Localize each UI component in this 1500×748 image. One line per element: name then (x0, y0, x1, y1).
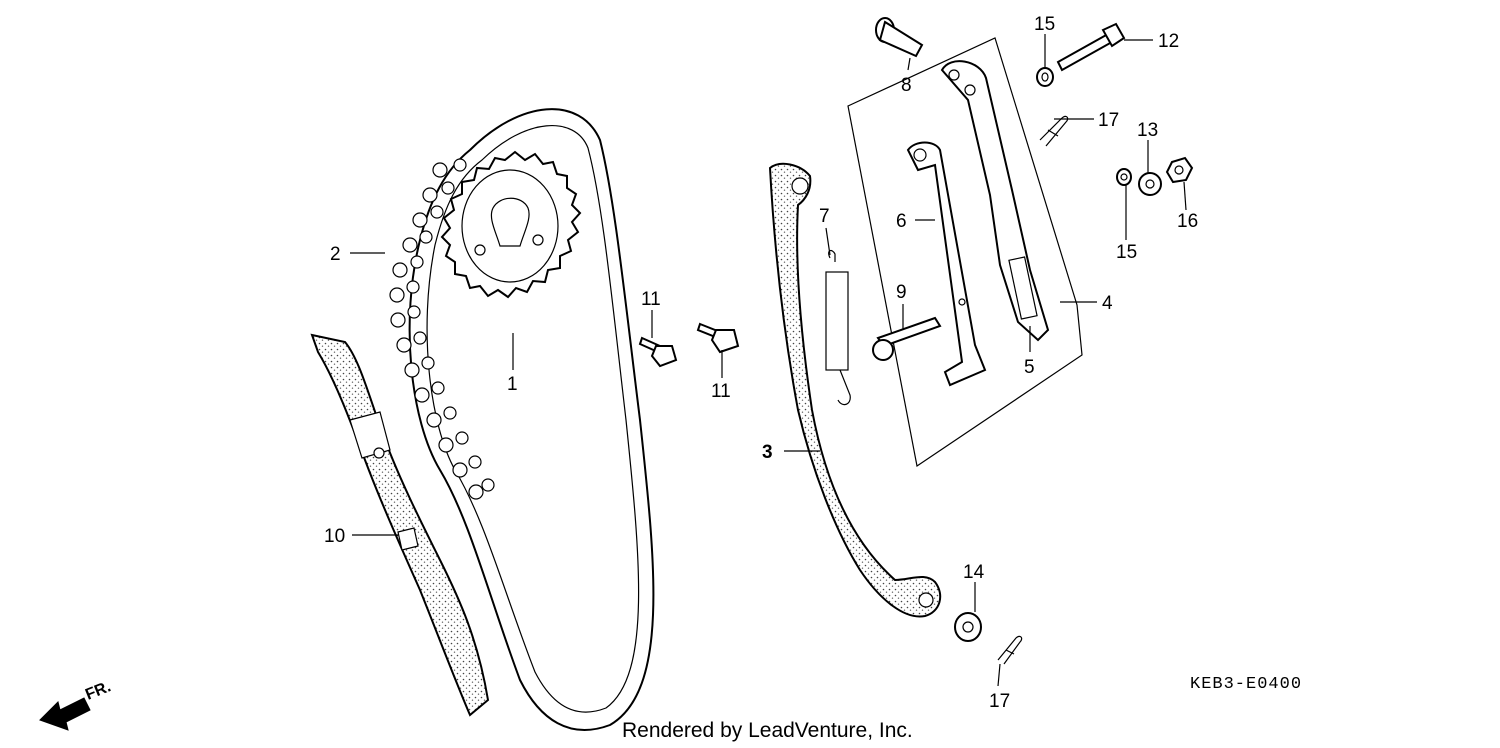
bolt-11a (638, 336, 678, 368)
callout-10: 10 (324, 526, 345, 547)
callout-5: 5 (1024, 357, 1035, 378)
credit-line: Rendered by LeadVenture, Inc. (622, 719, 913, 742)
callout-16: 16 (1177, 211, 1198, 232)
callout-11b: 11 (711, 381, 731, 402)
callout-17b: 17 (989, 691, 1010, 712)
callout-15b: 15 (1116, 242, 1137, 263)
callout-12: 12 (1158, 31, 1179, 52)
clip-17b (997, 635, 1023, 665)
washer-15b (1116, 168, 1132, 186)
callout-8: 8 (901, 75, 912, 96)
leader-lines (350, 34, 1187, 687)
callout-14: 14 (963, 562, 985, 583)
chain-guide (310, 333, 490, 717)
callout-4: 4 (1102, 293, 1113, 314)
front-marker-label: FR. (83, 678, 113, 703)
washer-14 (954, 612, 982, 642)
callout-3: 3 (762, 442, 773, 463)
front-direction-arrow: FR. (39, 678, 113, 731)
chain-links (389, 158, 495, 500)
washer-13 (1138, 172, 1162, 196)
callout-17a: 17 (1098, 110, 1119, 131)
tensioner-spring (825, 249, 851, 406)
callout-13: 13 (1137, 120, 1158, 141)
washer-15a (1036, 67, 1054, 87)
arrow-left-icon (39, 697, 91, 731)
cam-sprocket (440, 150, 582, 299)
callout-15a: 15 (1034, 14, 1055, 35)
callout-9: 9 (896, 282, 907, 303)
callout-2: 2 (330, 244, 341, 265)
nut-16 (1165, 156, 1194, 184)
drawing-code: KEB3-E0400 (1190, 675, 1302, 694)
callout-labels: 1 2 3 4 5 6 7 8 9 10 11 11 12 13 14 15 1… (324, 14, 1198, 712)
callout-1: 1 (507, 374, 518, 395)
chain-tensioner-arm (768, 162, 942, 618)
callout-6: 6 (896, 211, 907, 232)
tensioner-shaft (872, 316, 942, 361)
bolt-11b (696, 322, 740, 354)
clip-17a (1039, 115, 1069, 147)
callout-11a: 11 (641, 289, 661, 310)
callout-7: 7 (819, 206, 830, 227)
tensioner-assembly (847, 37, 1083, 468)
pivot-pin (875, 17, 924, 58)
bolt-12 (1056, 22, 1126, 72)
